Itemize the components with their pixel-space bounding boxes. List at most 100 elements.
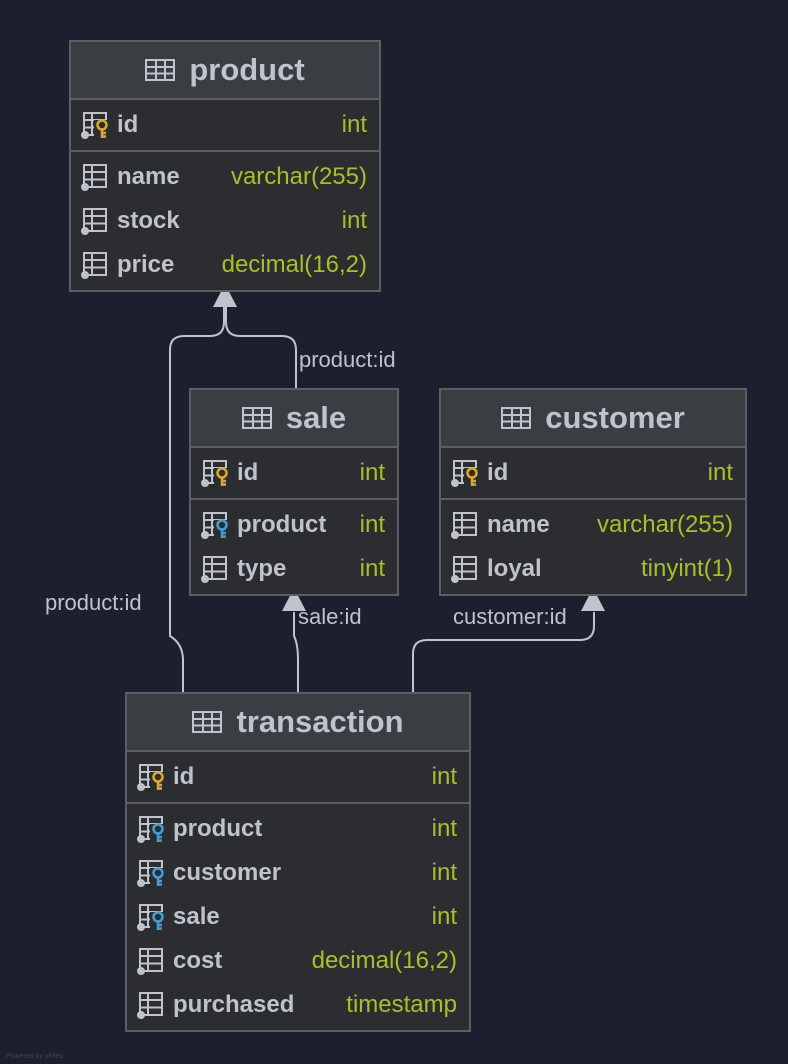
table-customer[interactable]: customer id int name varchar(255) loyal tinyin… [439, 388, 747, 596]
column-row[interactable]: stock int [71, 199, 379, 243]
column-name: purchased [173, 991, 295, 1018]
column-row[interactable]: cost decimal(16,2) [127, 939, 469, 983]
key-section: id int [441, 448, 745, 500]
arrowhead-icon [282, 588, 306, 611]
arrowhead-icon [213, 284, 237, 307]
relation-label: sale:id [298, 604, 362, 629]
column-row[interactable]: id int [191, 451, 397, 495]
column-name: stock [117, 207, 180, 234]
foreign-key-icon [135, 858, 169, 888]
column-icon [79, 206, 113, 236]
column-name: product [173, 815, 263, 842]
relation-line-sale-product[interactable] [225, 306, 297, 388]
table-icon [192, 710, 223, 734]
column-type: int [707, 459, 733, 486]
column-icon [449, 554, 483, 584]
relation-label: product:id [299, 347, 396, 372]
foreign-key-icon [135, 902, 169, 932]
column-name: cost [173, 947, 223, 974]
relation-line-transaction-customer[interactable] [412, 612, 595, 692]
columns-section: name varchar(255) stock int price decimal(16,… [71, 152, 379, 290]
column-row[interactable]: purchased timestamp [127, 983, 469, 1027]
column-name: sale [173, 903, 220, 930]
table-name: sale [285, 400, 347, 435]
primary-key-icon [199, 458, 233, 488]
primary-key-icon [79, 110, 113, 140]
column-type: decimal(16,2) [221, 251, 367, 278]
column-row[interactable]: id int [441, 451, 745, 495]
columns-section: name varchar(255) loyal tinyint(1) [441, 500, 745, 594]
key-section: id int [127, 752, 469, 804]
table-icon [145, 58, 176, 82]
column-icon [79, 162, 113, 192]
column-row[interactable]: product int [191, 503, 397, 547]
column-icon [449, 510, 483, 540]
column-type: varchar(255) [596, 511, 733, 538]
column-name: loyal [487, 555, 542, 582]
column-name: product [237, 511, 327, 538]
relation-label: product:id [45, 590, 142, 615]
table-name: transaction [236, 704, 404, 739]
primary-key-icon [449, 458, 483, 488]
column-row[interactable]: name varchar(255) [441, 503, 745, 547]
footer-credit: Powered by yFiles [6, 1053, 64, 1060]
foreign-key-icon [135, 814, 169, 844]
column-type: int [359, 555, 385, 582]
column-name: id [117, 111, 139, 138]
foreign-key-icon [199, 510, 233, 540]
column-type: timestamp [346, 991, 457, 1018]
column-type: int [431, 903, 457, 930]
table-product[interactable]: product id int name varchar(255) stock int pric… [69, 40, 381, 292]
columns-section: product int type int [191, 500, 397, 594]
column-icon [135, 990, 169, 1020]
column-name: id [173, 763, 195, 790]
column-row[interactable]: customer int [127, 851, 469, 895]
relation-line-transaction-product[interactable] [169, 306, 225, 692]
column-type: tinyint(1) [640, 555, 733, 582]
column-type: int [341, 111, 367, 138]
column-type: varchar(255) [230, 163, 367, 190]
column-row[interactable]: name varchar(255) [71, 155, 379, 199]
columns-section: product int customer int sale int cost decimal(… [127, 804, 469, 1030]
table-header[interactable]: transaction [127, 694, 469, 752]
column-type: int [341, 207, 367, 234]
column-type: int [359, 459, 385, 486]
table-header[interactable]: customer [441, 390, 745, 448]
column-icon [199, 554, 233, 584]
column-type: int [431, 815, 457, 842]
relation-line-transaction-sale[interactable] [293, 612, 299, 692]
column-name: id [237, 459, 259, 486]
table-header[interactable]: product [71, 42, 379, 100]
column-name: id [487, 459, 509, 486]
column-name: name [117, 163, 180, 190]
column-name: customer [173, 859, 282, 886]
arrowhead-icon [581, 588, 605, 611]
table-name: customer [545, 400, 685, 435]
column-name: price [117, 251, 175, 278]
relation-label: customer:id [453, 604, 567, 629]
column-row[interactable]: type int [191, 547, 397, 591]
column-row[interactable]: loyal tinyint(1) [441, 547, 745, 591]
column-type: decimal(16,2) [311, 947, 457, 974]
column-row[interactable]: id int [71, 103, 379, 147]
column-row[interactable]: sale int [127, 895, 469, 939]
column-type: int [431, 859, 457, 886]
key-section: id int [191, 448, 397, 500]
column-icon [79, 250, 113, 280]
column-row[interactable]: product int [127, 807, 469, 851]
column-type: int [431, 763, 457, 790]
column-row[interactable]: id int [127, 755, 469, 799]
column-name: name [487, 511, 550, 538]
column-row[interactable]: price decimal(16,2) [71, 243, 379, 287]
key-section: id int [71, 100, 379, 152]
column-name: type [237, 555, 287, 582]
column-type: int [359, 511, 385, 538]
table-icon [241, 406, 272, 430]
primary-key-icon [135, 762, 169, 792]
table-icon [501, 406, 532, 430]
column-icon [135, 946, 169, 976]
table-header[interactable]: sale [191, 390, 397, 448]
